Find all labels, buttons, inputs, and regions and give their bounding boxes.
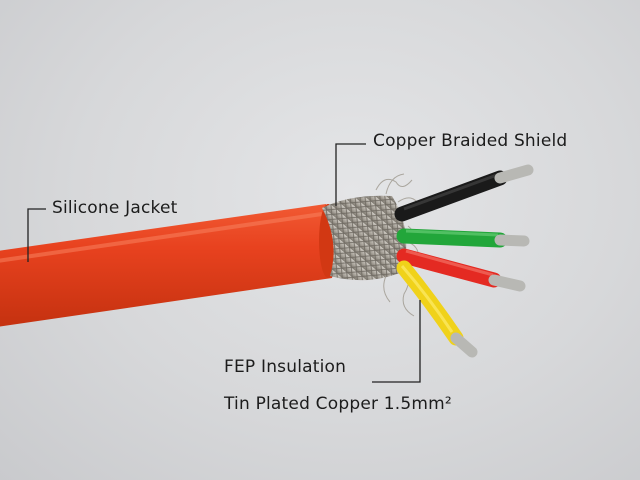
- yellow-wire-copper: [450, 332, 478, 358]
- black-wire: [394, 170, 508, 222]
- label-copper-braided-shield: Copper Braided Shield: [373, 131, 568, 151]
- black-wire-copper: [494, 164, 534, 184]
- leader-fep: [372, 300, 421, 383]
- leader-lines: [27, 143, 421, 383]
- green-wire: [396, 228, 508, 248]
- leader-jacket: [27, 208, 46, 262]
- braided-shield: [322, 195, 407, 281]
- jacket-highlight: [0, 212, 323, 263]
- leader-shield: [335, 143, 366, 206]
- label-tin-plated-copper: Tin Plated Copper 1.5mm²: [224, 394, 452, 414]
- label-fep-insulation: FEP Insulation: [224, 357, 347, 377]
- label-silicone-jacket: Silicone Jacket: [52, 198, 178, 218]
- red-wire: [396, 248, 502, 288]
- silicone-jacket: [0, 204, 335, 327]
- green-wire-copper: [494, 234, 530, 247]
- red-wire-copper: [488, 274, 526, 292]
